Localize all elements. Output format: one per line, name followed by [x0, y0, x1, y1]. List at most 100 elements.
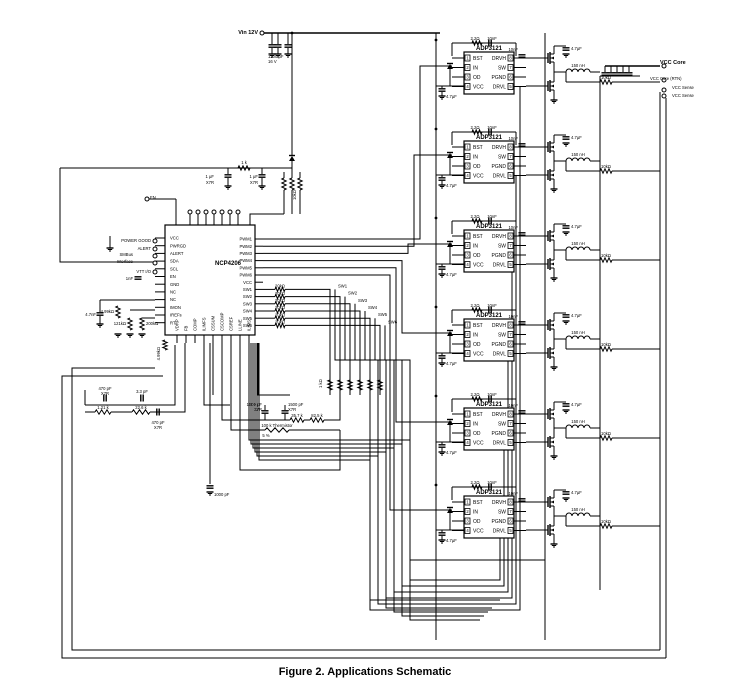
- resistor-icon: [471, 395, 483, 403]
- controller-pin-label: ILIMFS: [202, 317, 207, 331]
- resistor-icon: [274, 321, 286, 330]
- resistor-icon: [131, 408, 151, 416]
- sw-resistor-label: 20kΩ: [275, 298, 285, 303]
- pin-number: 4: [466, 528, 469, 533]
- resistor-icon: [274, 292, 286, 301]
- resistor-icon: [280, 177, 288, 191]
- capacitor-icon: [284, 44, 292, 48]
- ground-icon: [96, 323, 104, 328]
- pin-box: [464, 410, 471, 418]
- pin-number: 3: [466, 253, 469, 258]
- controller-pin-label: ALERT: [170, 251, 184, 256]
- terminal-icon: [235, 209, 241, 215]
- junction-dot: [290, 31, 294, 35]
- pin-number: 6: [509, 253, 512, 258]
- pin-box: [507, 54, 514, 62]
- controller-pin-label: SW4: [243, 309, 253, 314]
- pin-label: BST: [473, 323, 483, 329]
- ground-icon: [562, 142, 570, 147]
- fb-resistor-label: 1.21 k: [97, 405, 109, 410]
- controller-pin-label: FB: [184, 325, 189, 331]
- wire: [285, 324, 381, 395]
- driver-name: ADP3121: [476, 224, 503, 230]
- pin-number: 3: [466, 519, 469, 524]
- sw-net-label: SW6: [388, 319, 398, 324]
- capacitor-icon: [488, 128, 492, 136]
- pin-number: 2: [466, 332, 469, 337]
- diode-body: [447, 331, 453, 336]
- pin-box: [507, 143, 514, 151]
- resistor-icon: [274, 300, 286, 308]
- diode-icon: [447, 506, 453, 513]
- bst-cap-label: 10nF: [487, 214, 497, 219]
- c470-label: 470 pF: [98, 386, 111, 391]
- phase-1: [436, 42, 660, 100]
- terminal-icon: [152, 269, 158, 275]
- terminal-icon: [661, 93, 667, 99]
- imon-resistor-label: 4.99kΩ: [101, 309, 114, 314]
- terminal-icon: [661, 63, 667, 69]
- controller-pin-label: ILIMS: [247, 320, 252, 331]
- thermistor-label: 100 k Thermistor: [261, 423, 293, 428]
- controller-pin-label: CSSUM: [211, 315, 216, 331]
- capacitor-icon: [103, 394, 107, 402]
- ground-icon: [550, 366, 558, 371]
- wire: [258, 343, 500, 601]
- pin-label: DRVL: [493, 528, 506, 534]
- pin-number: 3: [466, 342, 469, 347]
- pin-box: [464, 54, 471, 62]
- terminal-icon: [227, 209, 233, 215]
- resistor-icon: [471, 306, 483, 314]
- wire: [285, 296, 341, 395]
- sense-resistor-label: 10kΩ: [601, 431, 611, 436]
- pin-box: [464, 143, 471, 151]
- pin-box: [507, 73, 514, 81]
- pin-label: SW: [498, 65, 506, 71]
- pin-box: [464, 232, 471, 240]
- power-good-label: POWER GOOD: [121, 238, 151, 243]
- driver-name: ADP3121: [476, 490, 503, 496]
- pin-box: [464, 429, 471, 437]
- ground-icon: [126, 333, 134, 338]
- capacitor-icon: [281, 410, 289, 414]
- pin-label: SW: [498, 509, 506, 515]
- pin-number: 8: [509, 145, 512, 150]
- thermistor-tol-label: 5 %: [262, 433, 269, 438]
- vcc-cap-label: 4.7μF: [446, 272, 457, 277]
- pin-label: OD: [473, 164, 481, 170]
- c1000-label: 1000 pF: [214, 492, 230, 497]
- bst-cap-label: 10nF: [487, 303, 497, 308]
- wire: [61, 375, 666, 659]
- controller-pin-label: CSREF: [229, 316, 234, 331]
- controller-pin-label: SW5: [243, 316, 253, 321]
- ground-icon: [438, 184, 446, 189]
- ground-icon: [274, 53, 282, 58]
- pin-box: [464, 153, 471, 160]
- pin-number: 1: [466, 56, 469, 61]
- pin-box: [464, 508, 471, 515]
- pin-number: 1: [466, 234, 469, 239]
- capacitor-icon: [488, 395, 492, 403]
- pin-label: OD: [473, 253, 481, 259]
- pin-label: VCC: [473, 84, 484, 90]
- sw-cap-label: 10nF: [508, 47, 518, 52]
- pin-box: [464, 321, 471, 329]
- bst-cap-label: 10nF: [487, 125, 497, 130]
- pin-label: IN: [473, 243, 478, 249]
- driver-ic: [463, 140, 515, 184]
- pin-label: DRVH: [492, 323, 506, 329]
- pin-box: [507, 420, 514, 427]
- pin-label: PGND: [492, 164, 507, 170]
- inductor-label: 150 nH: [571, 419, 585, 424]
- pin-label: DRVL: [493, 173, 506, 179]
- resistor-icon: [94, 408, 112, 416]
- mosfet-icon: [545, 434, 555, 450]
- pin-box: [464, 162, 471, 170]
- junction-dot: [434, 394, 438, 398]
- pin-label: BST: [473, 412, 483, 418]
- capacitor-icon: [268, 44, 276, 48]
- wire: [285, 288, 331, 395]
- wire: [230, 343, 265, 431]
- pin-number: 6: [509, 519, 512, 524]
- cap-1uf-label-2: 1 μF: [250, 174, 259, 179]
